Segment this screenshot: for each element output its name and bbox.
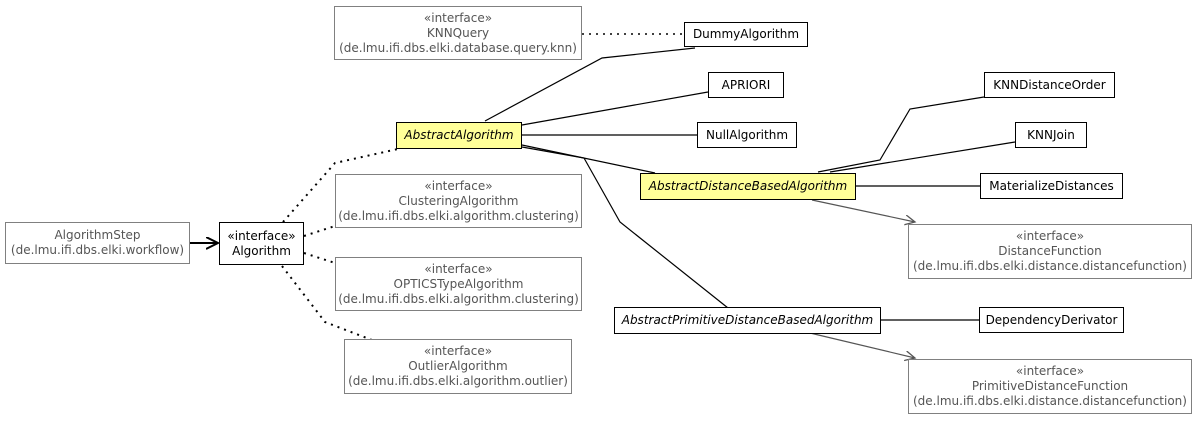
distance-function-package: (de.lmu.ifi.dbs.elki.distance.distancefu…: [913, 259, 1187, 273]
knnquery-interface-node[interactable]: «interface» KNNQuery (de.lmu.ifi.dbs.elk…: [334, 6, 582, 60]
apriori-name: APRIORI: [721, 77, 771, 92]
distance-function-stereotype: «interface»: [1015, 229, 1085, 243]
algorithm-stereotype: «interface»: [227, 228, 296, 243]
edge-algorithm-clustering: [303, 225, 336, 237]
edge-absdist-knnorder: [817, 96, 985, 173]
abstract-algorithm-node[interactable]: AbstractAlgorithm: [396, 122, 522, 149]
knnquery-stereotype: «interface»: [423, 10, 493, 25]
outlier-algorithm-name: OutlierAlgorithm: [408, 359, 508, 373]
primitive-distance-function-name: PrimitiveDistanceFunction: [971, 379, 1129, 393]
knn-distance-order-name: KNNDistanceOrder: [993, 77, 1106, 92]
primitive-distance-function-interface-node[interactable]: «interface» PrimitiveDistanceFunction (d…: [908, 359, 1192, 414]
null-algorithm-name: NullAlgorithm: [705, 127, 789, 142]
apriori-node[interactable]: APRIORI: [708, 72, 784, 98]
abstract-primitive-distance-based-algorithm-node[interactable]: AbstractPrimitiveDistanceBasedAlgorithm: [614, 307, 881, 334]
abstract-distance-based-algorithm-name: AbstractDistanceBasedAlgorithm: [648, 179, 848, 193]
dummy-algorithm-name: DummyAlgorithm: [692, 27, 800, 41]
materialize-distances-node[interactable]: MaterializeDistances: [980, 173, 1123, 199]
outlier-algorithm-interface-node[interactable]: «interface» OutlierAlgorithm (de.lmu.ifi…: [344, 339, 572, 394]
edge-absprim-primdist: [809, 332, 915, 358]
clustering-algorithm-package: (de.lmu.ifi.dbs.elki.algorithm.clusterin…: [338, 208, 579, 223]
edge-algorithm-outlier: [281, 265, 373, 341]
primitive-distance-function-package: (de.lmu.ifi.dbs.elki.distance.distancefu…: [913, 394, 1187, 408]
edge-abstract-absprim: [521, 146, 729, 309]
distance-function-name: DistanceFunction: [998, 244, 1102, 258]
clustering-algorithm-stereotype: «interface»: [424, 178, 493, 193]
optics-type-algorithm-package: (de.lmu.ifi.dbs.elki.algorithm.clusterin…: [338, 291, 579, 306]
distance-function-interface-node[interactable]: «interface» DistanceFunction (de.lmu.ifi…: [908, 224, 1192, 279]
edge-abstract-apriori: [521, 91, 709, 126]
optics-type-algorithm-stereotype: «interface»: [424, 261, 493, 276]
knnquery-package: (de.lmu.ifi.dbs.elki.database.query.knn): [339, 40, 577, 55]
algorithm-name: Algorithm: [232, 243, 291, 258]
knnquery-name: KNNQuery: [426, 25, 490, 40]
primitive-distance-function-stereotype: «interface»: [1015, 364, 1085, 378]
algorithm-step-name: AlgorithmStep: [54, 228, 141, 242]
null-algorithm-node[interactable]: NullAlgorithm: [697, 122, 797, 148]
dummy-algorithm-node[interactable]: DummyAlgorithm: [684, 22, 808, 47]
edge-algorithm-optics: [303, 252, 336, 264]
dependency-derivator-node[interactable]: DependencyDerivator: [979, 307, 1124, 333]
algorithm-step-package: (de.lmu.ifi.dbs.elki.workflow): [10, 243, 185, 257]
knn-join-node[interactable]: KNNJoin: [1015, 122, 1087, 148]
abstract-primitive-distance-based-algorithm-name: AbstractPrimitiveDistanceBasedAlgorithm: [621, 313, 874, 327]
outlier-algorithm-stereotype: «interface»: [423, 344, 493, 358]
optics-type-algorithm-name: OPTICSTypeAlgorithm: [393, 276, 524, 291]
edge-abstract-absdist: [521, 144, 656, 174]
algorithm-step-node[interactable]: AlgorithmStep (de.lmu.ifi.dbs.elki.workf…: [5, 222, 190, 264]
edge-abstract-dummy: [484, 47, 696, 122]
outlier-algorithm-package: (de.lmu.ifi.dbs.elki.algorithm.outlier): [348, 374, 568, 388]
clustering-algorithm-name: ClusteringAlgorithm: [398, 193, 519, 208]
edge-absdist-knnjoin: [829, 141, 1016, 173]
materialize-distances-name: MaterializeDistances: [989, 178, 1114, 193]
clustering-algorithm-interface-node[interactable]: «interface» ClusteringAlgorithm (de.lmu.…: [335, 174, 582, 228]
edge-algorithm-abstract: [282, 148, 399, 223]
abstract-distance-based-algorithm-node[interactable]: AbstractDistanceBasedAlgorithm: [640, 173, 856, 200]
abstract-algorithm-name: AbstractAlgorithm: [404, 128, 514, 142]
optics-type-algorithm-interface-node[interactable]: «interface» OPTICSTypeAlgorithm (de.lmu.…: [335, 257, 582, 311]
knn-distance-order-node[interactable]: KNNDistanceOrder: [984, 72, 1115, 98]
edge-absdist-distfunc: [811, 199, 915, 222]
algorithm-interface-node[interactable]: «interface» Algorithm: [219, 222, 304, 265]
knn-join-name: KNNJoin: [1027, 127, 1075, 142]
dependency-derivator-name: DependencyDerivator: [985, 312, 1118, 327]
